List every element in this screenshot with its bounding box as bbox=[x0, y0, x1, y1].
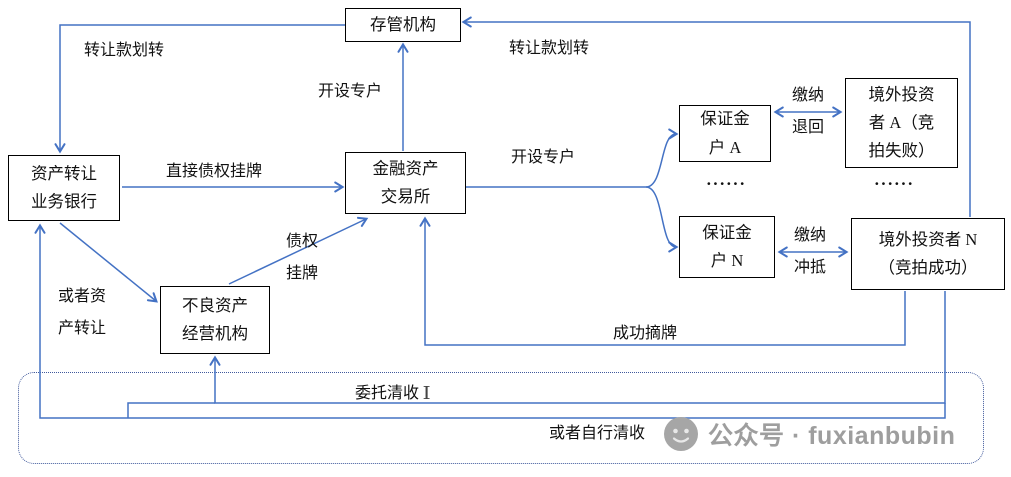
wechat-avatar-logo bbox=[663, 416, 699, 452]
watermark-text: 公众号 · fuxianbubin bbox=[708, 422, 956, 450]
label-transfer-funds-right: 转让款划转 bbox=[509, 40, 590, 57]
node-margin-account-a: 保证金 户 A bbox=[679, 105, 771, 162]
arrow-entrusted-collection bbox=[209, 291, 946, 404]
label-transfer-funds-left: 转让款划转 bbox=[84, 42, 165, 59]
arrow-investor-n-to-custodian bbox=[461, 16, 971, 217]
arrow-bank-to-npl bbox=[59, 222, 158, 303]
node-investor-n: 境外投资者 N （竞拍成功） bbox=[851, 218, 1005, 290]
label-open-account-right: 开设专户 bbox=[511, 149, 576, 166]
label-success-delisting: 成功摘牌 bbox=[613, 325, 678, 342]
arrow-fork-to-margin-a bbox=[645, 128, 679, 188]
arrow-custodian-to-bank bbox=[54, 24, 345, 154]
node-margin-account-n: 保证金 户 N bbox=[679, 216, 775, 278]
collection-scope-dashed-box bbox=[18, 372, 984, 464]
ellipsis-margin-accounts: ······ bbox=[706, 174, 747, 193]
ellipsis-investors: ······ bbox=[874, 174, 915, 193]
label-direct-debt-listing: 直接债权挂牌 bbox=[166, 163, 263, 180]
arrow-npl-to-exchange bbox=[228, 216, 369, 285]
arrow-fork-to-margin-n bbox=[645, 186, 679, 253]
label-entrusted-collection: 委托清收 bbox=[355, 385, 420, 402]
watermark: 公众号 · fuxianbubin bbox=[663, 416, 955, 452]
label-pay-refund: 缴纳 退回 bbox=[792, 87, 825, 136]
label-open-account-top: 开设专户 bbox=[318, 83, 383, 100]
arrow-success-delisting bbox=[419, 216, 906, 346]
label-debt-listing: 债权 挂牌 bbox=[286, 233, 319, 282]
line-collection-connector bbox=[127, 402, 215, 418]
text-cursor: I bbox=[422, 383, 431, 404]
node-exchange: 金融资产 交易所 bbox=[345, 152, 466, 214]
node-npl-agency: 不良资产 经营机构 bbox=[160, 286, 270, 354]
label-self-collection: 或者自行清收 bbox=[549, 425, 646, 442]
label-or-asset-transfer: 或者资 产转让 bbox=[58, 288, 107, 337]
node-bank: 资产转让 业务银行 bbox=[8, 155, 120, 221]
node-custodian: 存管机构 bbox=[345, 8, 461, 42]
arrow-self-collection bbox=[34, 223, 946, 419]
node-investor-a: 境外投资 者 A（竞 拍失败） bbox=[845, 78, 958, 168]
label-pay-offset: 缴纳 冲抵 bbox=[794, 227, 827, 276]
